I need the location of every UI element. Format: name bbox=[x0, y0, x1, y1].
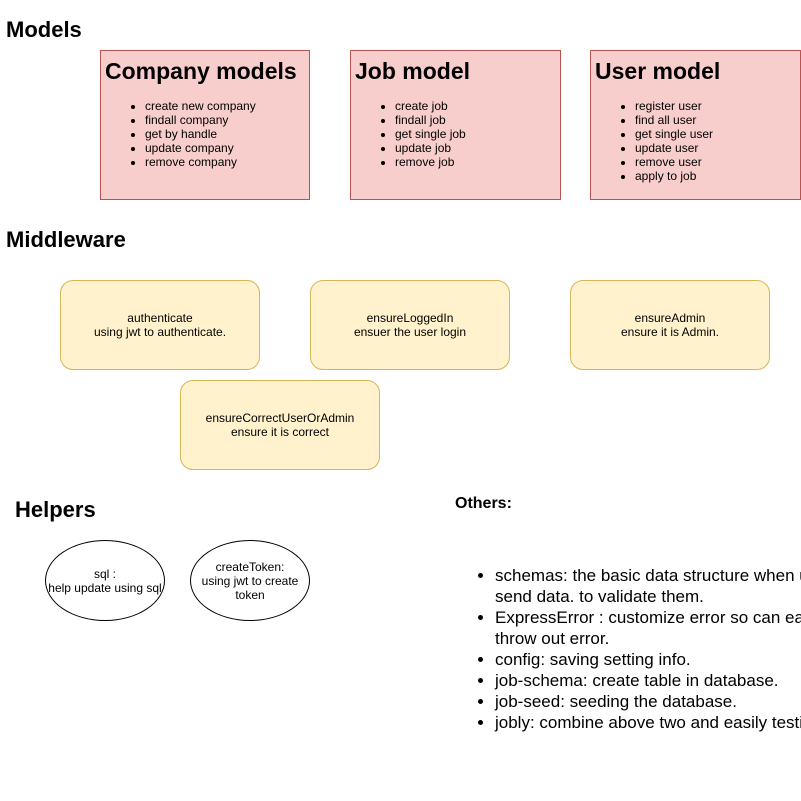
list-item: create job bbox=[395, 99, 466, 113]
list-item: update job bbox=[395, 141, 466, 155]
list-item: job-schema: create table in database. bbox=[495, 670, 801, 691]
sql-helper-ellipse: sql : help update using sql bbox=[45, 540, 165, 621]
user-model-box: User model register user find all user g… bbox=[590, 50, 801, 200]
others-list: schemas: the basic data structure when u… bbox=[455, 565, 801, 733]
list-item: config: saving setting info. bbox=[495, 649, 801, 670]
list-item: remove company bbox=[145, 155, 256, 169]
create-token-helper-ellipse: createToken: using jwt to create token bbox=[190, 540, 310, 621]
list-item: remove job bbox=[395, 155, 466, 169]
middleware-name: ensureLoggedIn bbox=[366, 311, 454, 325]
list-item: job-seed: seeding the database. bbox=[495, 691, 801, 712]
ensure-logged-in-box: ensureLoggedIn ensuer the user login bbox=[310, 280, 510, 370]
job-model-box: Job model create job findall job get sin… bbox=[350, 50, 561, 200]
others-heading: Others: bbox=[455, 495, 512, 512]
list-item: findall company bbox=[145, 113, 256, 127]
middleware-name: authenticate bbox=[127, 311, 193, 325]
list-item: schemas: the basic data structure when u… bbox=[495, 565, 801, 607]
middleware-description: using jwt to authenticate. bbox=[93, 325, 227, 339]
helpers-heading: Helpers bbox=[15, 497, 96, 522]
user-model-list: register user find all user get single u… bbox=[595, 99, 713, 183]
helper-description-continued: token bbox=[235, 587, 265, 602]
ensure-admin-box: ensureAdmin ensure it is Admin. bbox=[570, 280, 770, 370]
middleware-description: ensure it is correct bbox=[230, 425, 330, 439]
models-heading: Models bbox=[6, 17, 82, 42]
list-item: apply to job bbox=[635, 169, 713, 183]
helper-description: using jwt to create bbox=[201, 573, 299, 588]
user-model-title: User model bbox=[595, 58, 721, 84]
helper-description: help update using sql bbox=[48, 580, 162, 595]
middleware-description: ensure it is Admin. bbox=[620, 325, 720, 339]
list-item: update user bbox=[635, 141, 713, 155]
authenticate-box: authenticate using jwt to authenticate. bbox=[60, 280, 260, 370]
middleware-heading: Middleware bbox=[6, 227, 126, 252]
company-models-list: create new company findall company get b… bbox=[105, 99, 256, 169]
helper-name: sql : bbox=[93, 566, 116, 581]
company-models-title: Company models bbox=[105, 58, 297, 84]
list-item: create new company bbox=[145, 99, 256, 113]
list-item: get by handle bbox=[145, 127, 256, 141]
list-item: ExpressError : customize error so can ea… bbox=[495, 607, 801, 649]
ensure-correct-user-or-admin-box: ensureCorrectUserOrAdmin ensure it is co… bbox=[180, 380, 380, 470]
middleware-description: ensuer the user login bbox=[353, 325, 467, 339]
middleware-name: ensureAdmin bbox=[634, 311, 706, 325]
list-item: register user bbox=[635, 99, 713, 113]
middleware-name: ensureCorrectUserOrAdmin bbox=[205, 411, 355, 425]
job-model-title: Job model bbox=[355, 58, 471, 84]
list-item: get single job bbox=[395, 127, 466, 141]
job-model-list: create job findall job get single job up… bbox=[355, 99, 466, 169]
list-item: jobly: combine above two and easily test… bbox=[495, 712, 801, 733]
company-models-box: Company models create new company findal… bbox=[100, 50, 310, 200]
list-item: update company bbox=[145, 141, 256, 155]
list-item: findall job bbox=[395, 113, 466, 127]
helper-name: createToken: bbox=[215, 559, 285, 574]
list-item: get single user bbox=[635, 127, 713, 141]
list-item: remove user bbox=[635, 155, 713, 169]
list-item: find all user bbox=[635, 113, 713, 127]
